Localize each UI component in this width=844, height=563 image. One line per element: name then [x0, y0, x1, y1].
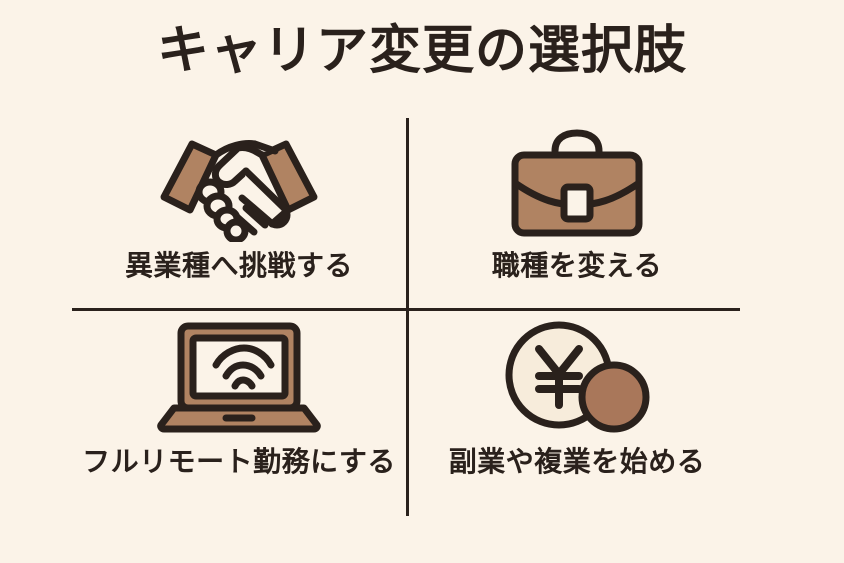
option-cell-full-remote[interactable]: フルリモート勤務にする [72, 316, 406, 511]
horizontal-divider [72, 308, 740, 311]
vertical-divider [406, 118, 409, 516]
handshake-icon [154, 118, 324, 248]
option-cell-side-business[interactable]: 副業や複業を始める [410, 316, 744, 511]
option-cell-change-job-type[interactable]: 職種を変える [410, 118, 744, 313]
page-title: キャリア変更の選択肢 [156, 21, 687, 81]
options-grid: 異業種へ挑戦する 職種を変える [72, 118, 772, 518]
yen-coins-icon [501, 316, 653, 438]
option-label: フルリモート勤務にする [82, 445, 396, 478]
laptop-wifi-icon [156, 316, 322, 438]
briefcase-icon [507, 118, 647, 248]
option-label: 職種を変える [491, 249, 663, 282]
option-label: 副業や複業を始める [448, 445, 706, 478]
option-cell-change-industry[interactable]: 異業種へ挑戦する [72, 118, 406, 313]
option-label: 異業種へ挑戦する [124, 249, 353, 282]
